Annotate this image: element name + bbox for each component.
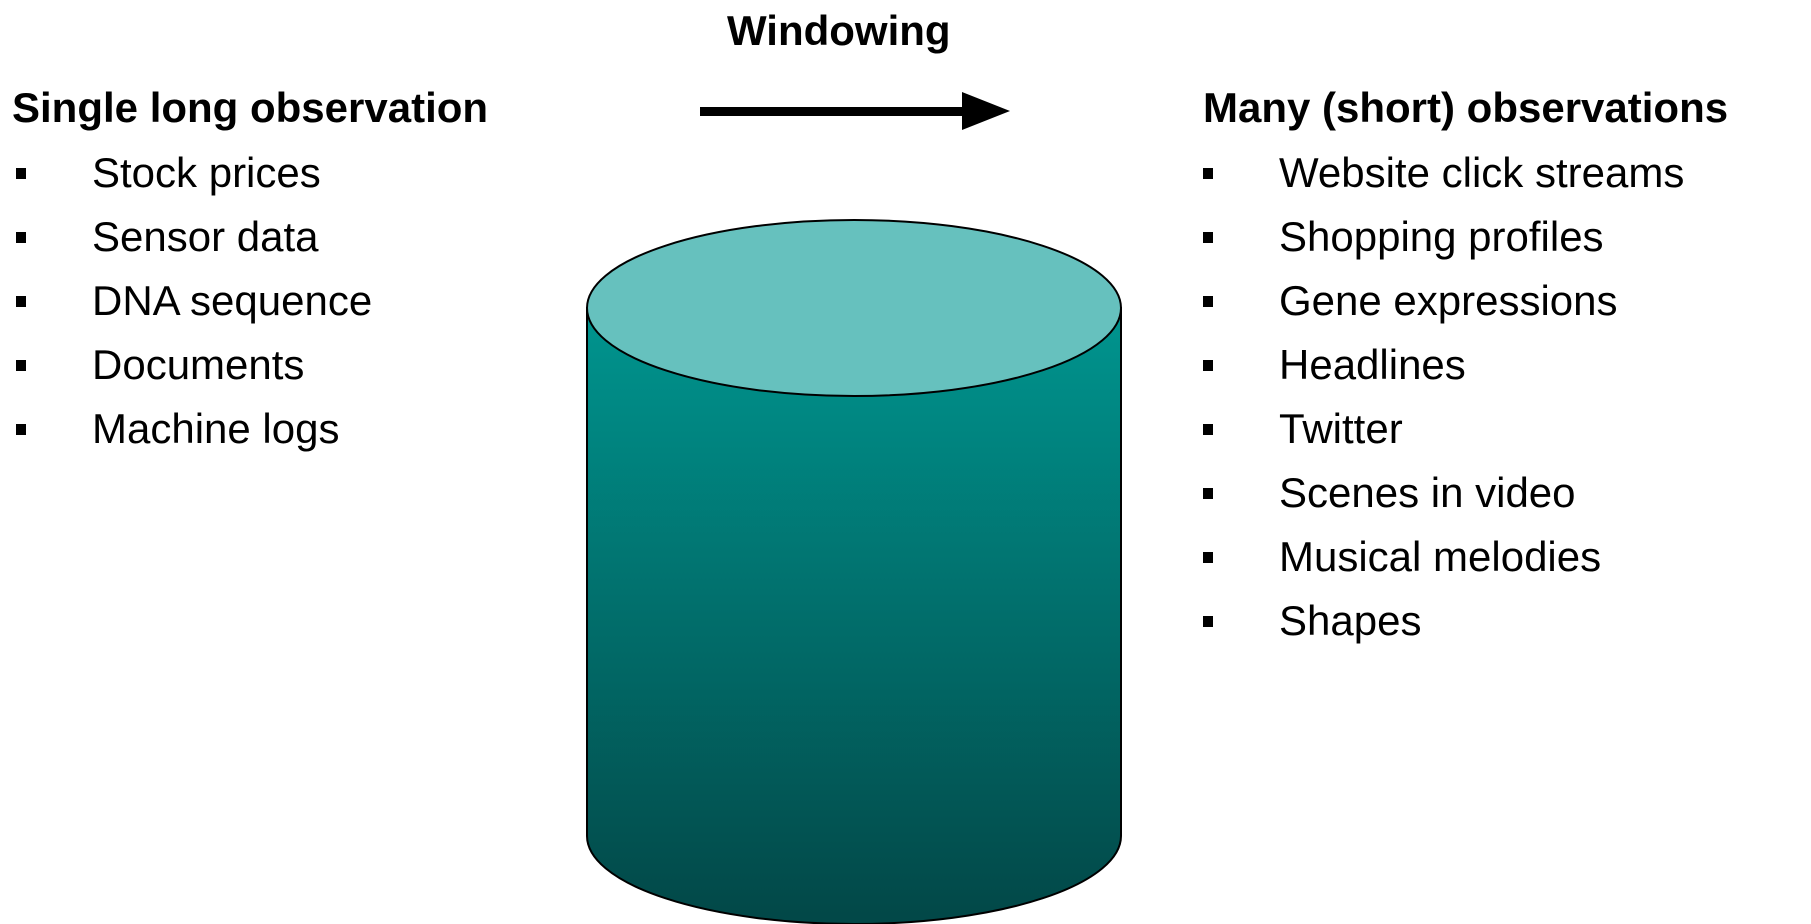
bullet-icon: [16, 168, 26, 179]
bullet-icon: [1203, 616, 1213, 627]
bullet-icon: [16, 296, 26, 307]
bullet-icon: [1203, 552, 1213, 563]
bullet-icon: [1203, 296, 1213, 307]
bullet-icon: [1203, 424, 1213, 435]
bullet-icon: [16, 360, 26, 371]
bullet-icon: [1203, 232, 1213, 243]
right-arrow-icon: [700, 92, 1010, 130]
cylinder-top: [586, 219, 1122, 397]
left-title: Single long observation: [12, 84, 489, 131]
bullet-icon: [16, 424, 26, 435]
cylinder-body: [586, 307, 1122, 924]
database-cylinder-icon: [586, 219, 1122, 924]
bullet-icon: [1203, 168, 1213, 179]
bullet-icon: [1203, 488, 1213, 499]
bullet-icon: [16, 232, 26, 243]
windowing-label: Windowing: [727, 7, 951, 54]
bullet-icon: [1203, 360, 1213, 371]
right-title: Many (short) observations: [1203, 84, 1729, 131]
